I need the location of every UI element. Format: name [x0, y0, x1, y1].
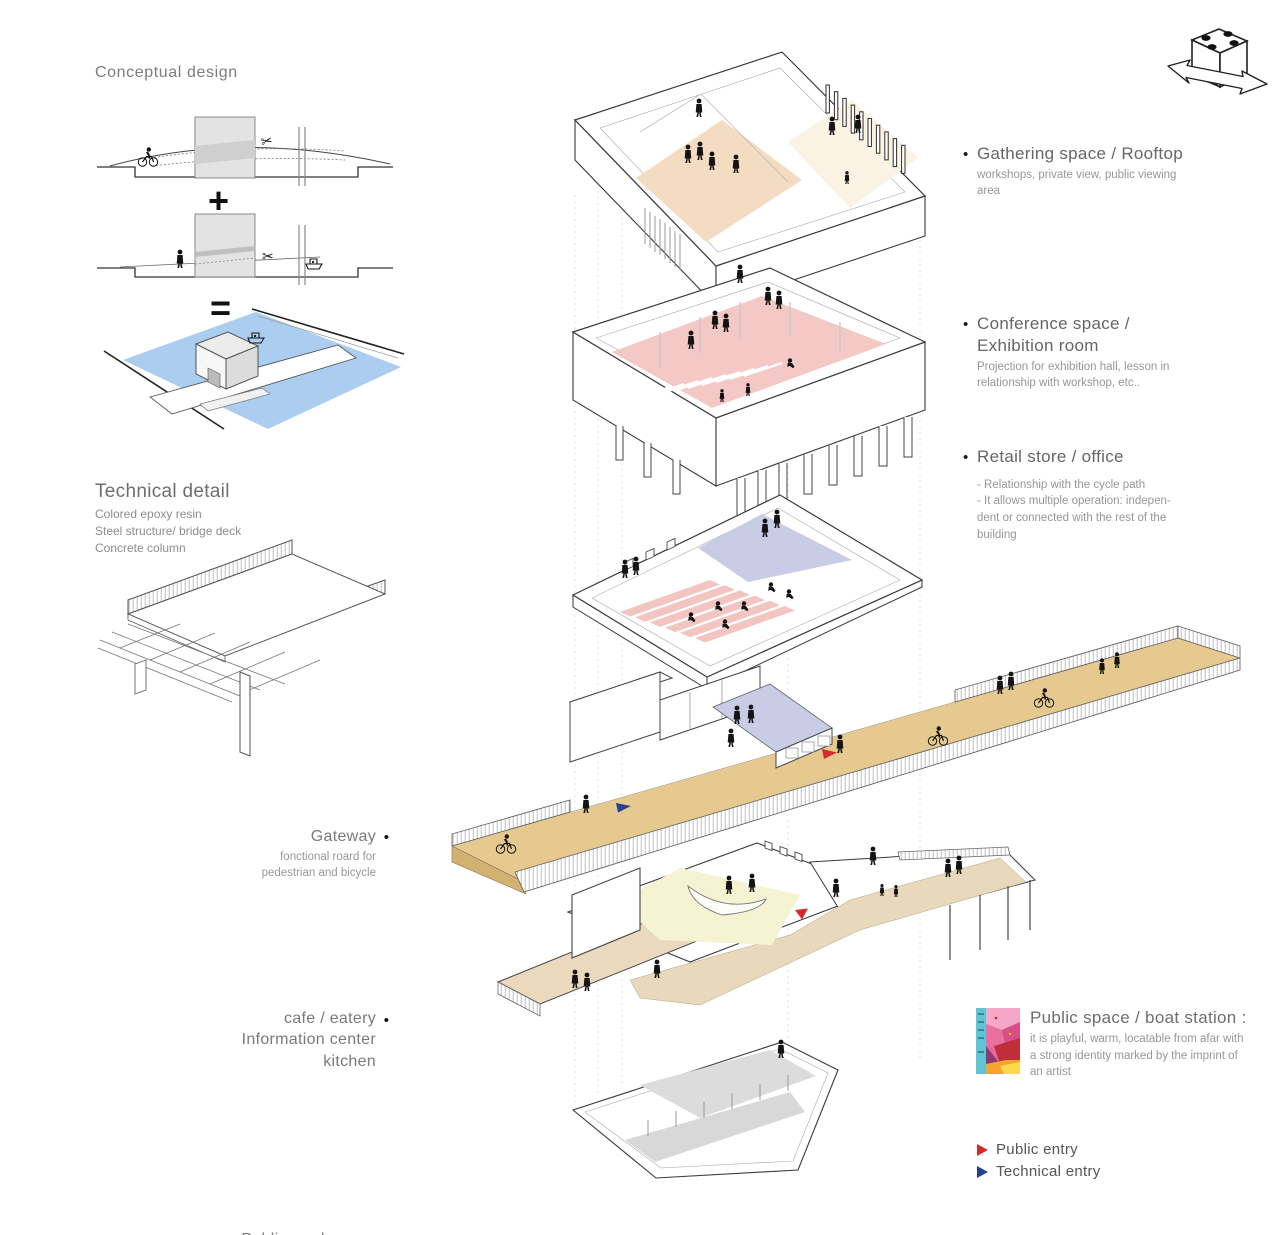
label-public-washrooms: • Public washrooms Storage Staff facilit…	[140, 1229, 389, 1235]
label-title: Conference space / Exhibition room	[977, 314, 1130, 355]
floor-conference	[571, 264, 927, 519]
public-entry-arrow-icon	[977, 1143, 988, 1156]
label-title: Public space / boat station :	[1030, 1008, 1247, 1027]
floor-gateway-bridge	[451, 625, 1241, 895]
label-desc: Projection for exhibition hall, lesson i…	[977, 360, 1170, 390]
axon-cube-arrow-icon	[1167, 28, 1268, 95]
label-title: Public washrooms Storage Staff facility	[140, 1229, 376, 1235]
technical-detail-block: Technical detail Colored epoxy resin Ste…	[95, 481, 241, 557]
public-entry-marker	[822, 749, 837, 759]
concept-diagram-site	[103, 308, 405, 430]
label-title: Retail store / office	[977, 447, 1124, 466]
plus-sign: +	[208, 180, 229, 221]
floor-rooftop	[573, 51, 927, 308]
label-desc: it is playful, warm, locatable from afar…	[1030, 1033, 1244, 1079]
label-title: Gateway	[310, 828, 376, 845]
concept-diagram-bridge: ✂	[97, 116, 393, 186]
artist-artwork-thumbnail	[976, 1008, 1020, 1074]
label-gateway: • Gateway fonctional roard for pedestria…	[160, 826, 389, 881]
technical-entry-arrow-icon	[977, 1165, 988, 1178]
label-gathering-space: • Gathering space / Rooftop workshops, p…	[963, 143, 1263, 200]
entry-legend: Public entry Technical entry	[977, 1141, 1101, 1180]
label-desc: - Relationship with the cycle path - It …	[977, 478, 1171, 541]
label-desc: fonctional roard for pedestrian and bicy…	[261, 851, 376, 880]
bullet: •	[963, 146, 969, 163]
conference-columns	[615, 417, 913, 519]
bullet: •	[963, 449, 969, 466]
bullet: •	[383, 829, 389, 846]
label-conference-space: • Conference space / Exhibition room Pro…	[963, 313, 1263, 392]
concept-diagram-flat: ✂	[97, 213, 393, 285]
legend-technical-entry: Technical entry	[977, 1163, 1101, 1180]
conceptual-design-title: Conceptual design	[95, 64, 238, 81]
technical-detail-title: Technical detail	[95, 481, 230, 502]
technical-detail-notes: Colored epoxy resin Steel structure/ bri…	[95, 507, 242, 556]
legend-label: Technical entry	[996, 1163, 1101, 1180]
bullet: •	[383, 1012, 389, 1030]
floor-retail	[571, 494, 924, 690]
label-desc: workshops, private view, public viewing …	[977, 168, 1177, 198]
floor-cafe	[496, 840, 1036, 1017]
technical-detail-drawing	[97, 539, 387, 757]
scissors-icon: ✂	[259, 132, 274, 150]
equals-sign: =	[210, 287, 231, 328]
legend-public-entry: Public entry	[977, 1141, 1101, 1158]
bullet: •	[963, 316, 969, 333]
floor-washrooms	[571, 1039, 839, 1179]
technical-entry-marker	[616, 803, 631, 813]
rooftop-fins	[825, 84, 906, 174]
label-boat-station: Public space / boat station : it is play…	[976, 1008, 1266, 1081]
label-cafe-eatery: • cafe / eatery Information center kitch…	[160, 1008, 389, 1071]
scissors-icon: ✂	[262, 248, 274, 264]
legend-label: Public entry	[996, 1141, 1078, 1158]
label-title: cafe / eatery Information center kitchen	[241, 1010, 376, 1070]
public-entry-marker	[795, 908, 808, 920]
bullet: •	[384, 1232, 389, 1235]
label-retail-store: • Retail store / office - Relationship w…	[963, 446, 1263, 543]
label-title: Gathering space / Rooftop	[977, 144, 1183, 163]
